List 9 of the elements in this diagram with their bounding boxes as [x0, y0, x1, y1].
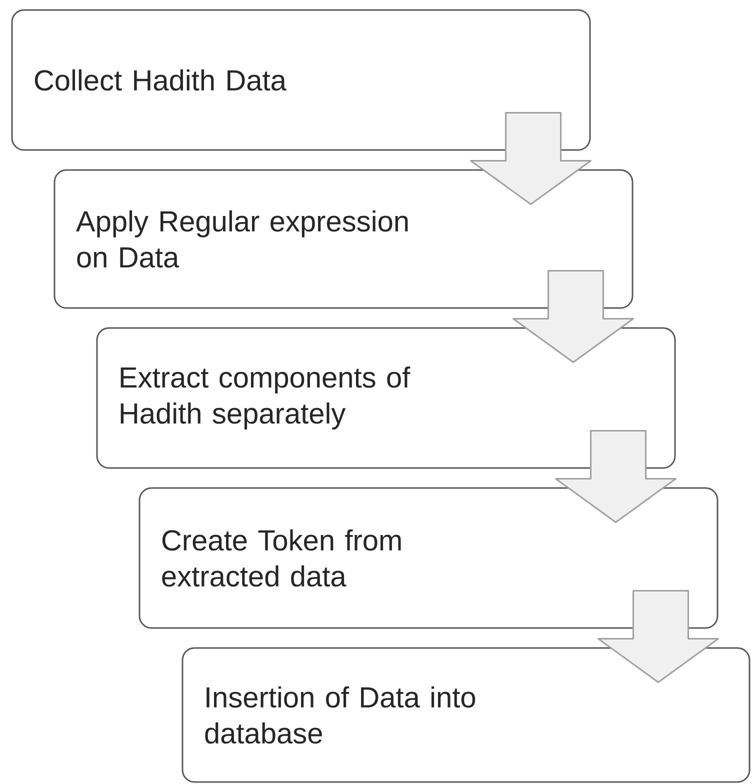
process-box: Collect Hadith Data	[11, 9, 591, 151]
process-box: Extract components of Hadith separately	[96, 327, 676, 469]
process-box: Apply Regular expression on Data	[54, 169, 634, 309]
block-arrow	[555, 430, 676, 523]
process-box: Insertion of Data into database	[182, 647, 750, 783]
process-box: Create Token from extracted data	[138, 487, 718, 629]
block-arrow	[470, 112, 592, 205]
block-arrow	[512, 270, 634, 363]
block-arrow	[598, 590, 719, 683]
